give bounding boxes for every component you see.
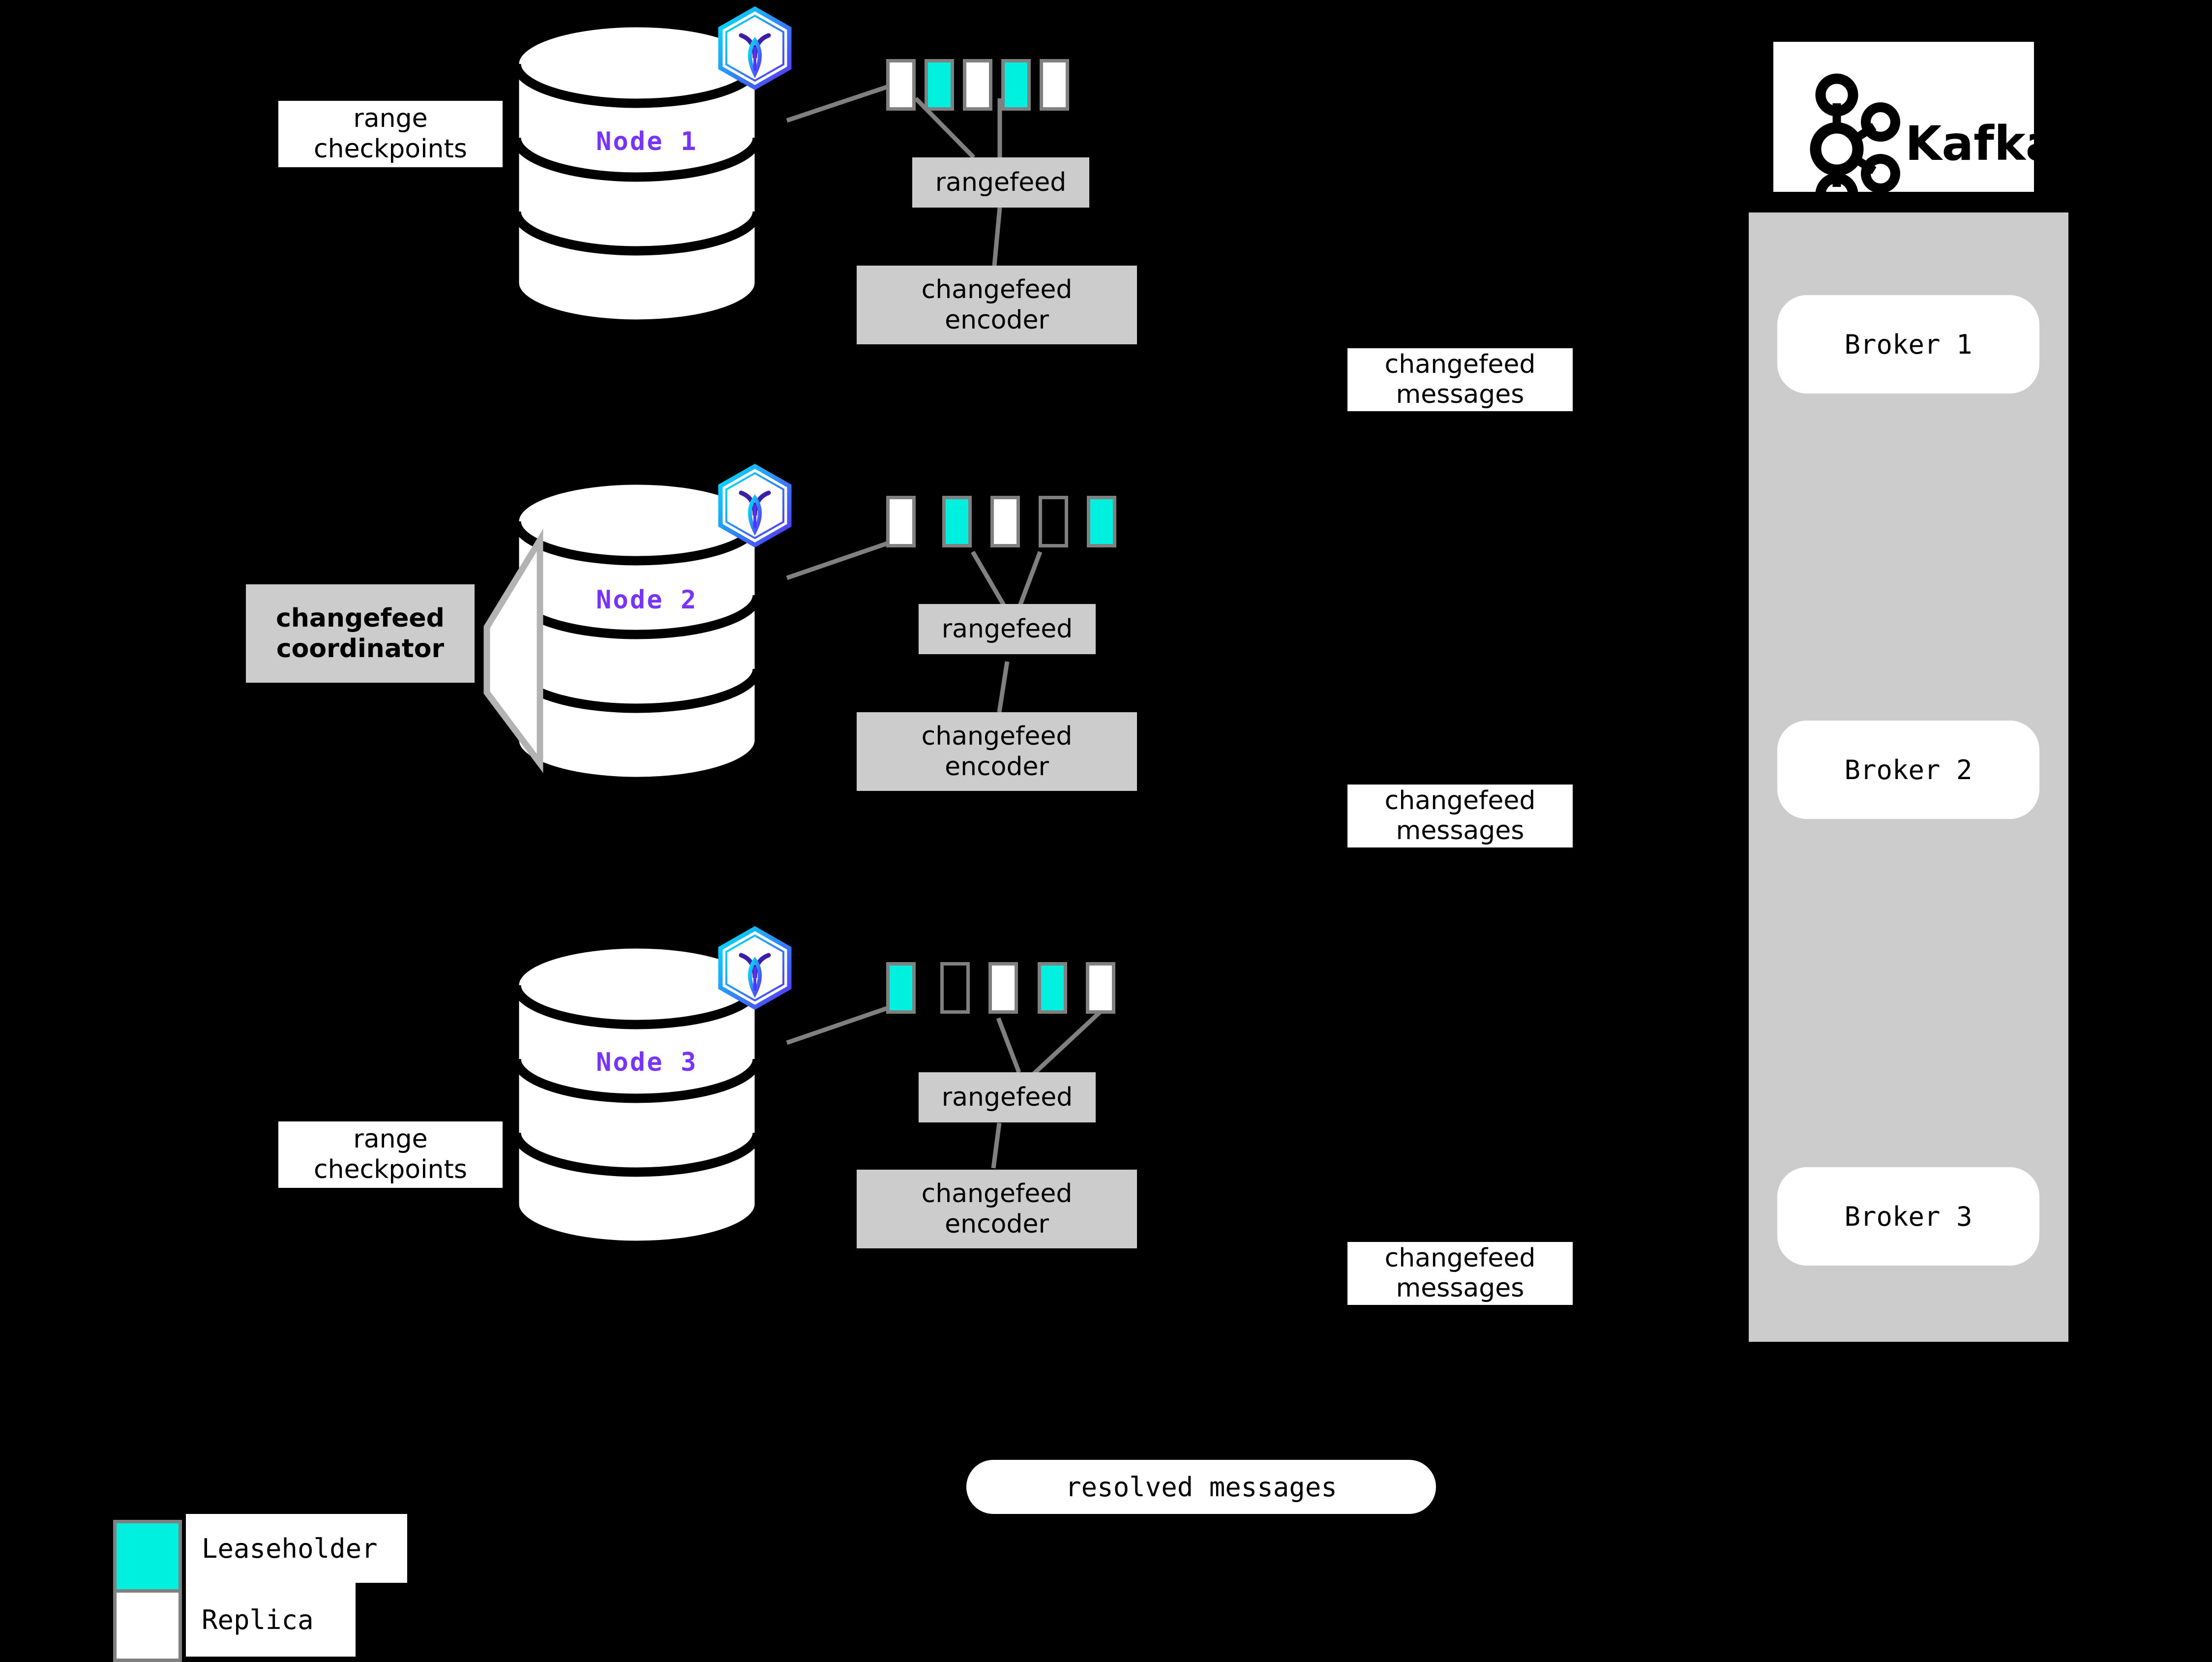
range-box[interactable] [1001, 59, 1031, 111]
cockroachdb-hex-icon [718, 926, 792, 1010]
node1-encoder-box[interactable]: changefeed encoder [857, 266, 1137, 344]
node3-rangefeed-box[interactable]: rangefeed [919, 1072, 1096, 1122]
range-box[interactable] [990, 496, 1020, 547]
broker-box[interactable]: Broker 3 [1777, 1167, 2039, 1266]
range-box[interactable] [1038, 962, 1067, 1014]
out-label-1: changefeed [1384, 1243, 1536, 1273]
broker-label: Broker 1 [1844, 329, 1973, 360]
out-label-2: messages [1396, 380, 1524, 409]
range-box[interactable] [1086, 962, 1115, 1014]
broker-box[interactable]: Broker 1 [1777, 295, 2039, 393]
range-box[interactable] [886, 496, 916, 547]
changefeed-coordinator-box[interactable]: changefeed coordinator [246, 584, 475, 683]
encoder-label-1: changefeed [921, 274, 1073, 304]
broker-label: Broker 3 [1844, 1201, 1973, 1232]
kafka-logo-text: Kafka [1905, 116, 2058, 171]
encoder-label-1: changefeed [921, 721, 1073, 751]
node1-label: Node 1 [596, 127, 698, 156]
node2-rangefeed-box[interactable]: rangefeed [919, 604, 1096, 654]
node1-rangefeed-box[interactable]: rangefeed [912, 157, 1089, 208]
kafka-logo-panel: Kafka [1773, 42, 2058, 216]
legend-label-leaseholder: Leaseholder [186, 1514, 407, 1583]
range-box[interactable] [940, 962, 970, 1014]
kafka-node-graph-icon: Kafka [1810, 73, 2058, 216]
range-box[interactable] [886, 59, 916, 111]
out-label-1: changefeed [1384, 349, 1536, 379]
node3-encoder-box[interactable]: changefeed encoder [857, 1170, 1137, 1248]
side-label-1: range [353, 1124, 428, 1154]
encoder-label-2: encoder [945, 752, 1049, 782]
cockroachdb-hex-icon [718, 6, 792, 91]
resolved-messages-label: resolved messages [1065, 1471, 1337, 1503]
node2-encoder-box[interactable]: changefeed encoder [857, 712, 1137, 791]
node3-range-checkpoints-label: range checkpoints [278, 1121, 503, 1188]
node3-label: Node 3 [596, 1048, 698, 1077]
range-box[interactable] [988, 962, 1018, 1014]
out-label-2: messages [1396, 1273, 1524, 1303]
side-label-1: range [353, 104, 428, 134]
node1-changefeed-messages-label: changefeed messages [1347, 348, 1573, 411]
out-label-1: changefeed [1384, 786, 1536, 816]
node1-cylinder [511, 22, 762, 325]
encoder-label-2: encoder [945, 305, 1049, 335]
rangefeed-label: rangefeed [941, 614, 1073, 644]
cockroachdb-hex-icon [718, 463, 792, 548]
resolved-messages-pill[interactable]: resolved messages [966, 1460, 1436, 1514]
node1-range-checkpoints-label: range checkpoints [278, 101, 503, 167]
node3-cylinder [511, 943, 762, 1246]
broker-box[interactable]: Broker 2 [1777, 721, 2039, 819]
changefeed-coordinator-connector [483, 528, 543, 773]
range-box[interactable] [1039, 496, 1068, 547]
rangefeed-label: rangefeed [935, 167, 1067, 197]
node2-cylinder [511, 479, 762, 783]
legend-swatch-replica [113, 1589, 182, 1662]
coordinator-label-1: changefeed [276, 603, 445, 633]
node3-changefeed-messages-label: changefeed messages [1347, 1242, 1573, 1305]
range-box[interactable] [886, 962, 916, 1014]
node2-label: Node 2 [596, 585, 698, 615]
rangefeed-label: rangefeed [941, 1082, 1073, 1112]
out-label-2: messages [1396, 816, 1524, 846]
legend-label-replica: Replica [186, 1583, 356, 1657]
broker-label: Broker 2 [1844, 754, 1973, 786]
legend-swatch-leaseholder [113, 1520, 182, 1593]
encoder-label-1: changefeed [921, 1179, 1073, 1209]
range-box[interactable] [942, 496, 972, 547]
encoder-label-2: encoder [945, 1209, 1049, 1239]
side-label-2: checkpoints [314, 1154, 467, 1184]
coordinator-label-2: coordinator [276, 634, 445, 664]
range-box[interactable] [963, 59, 992, 111]
range-box[interactable] [1040, 59, 1069, 111]
range-box[interactable] [925, 59, 954, 111]
range-box[interactable] [1087, 496, 1116, 547]
node2-changefeed-messages-label: changefeed messages [1347, 785, 1573, 847]
side-label-2: checkpoints [314, 134, 467, 164]
